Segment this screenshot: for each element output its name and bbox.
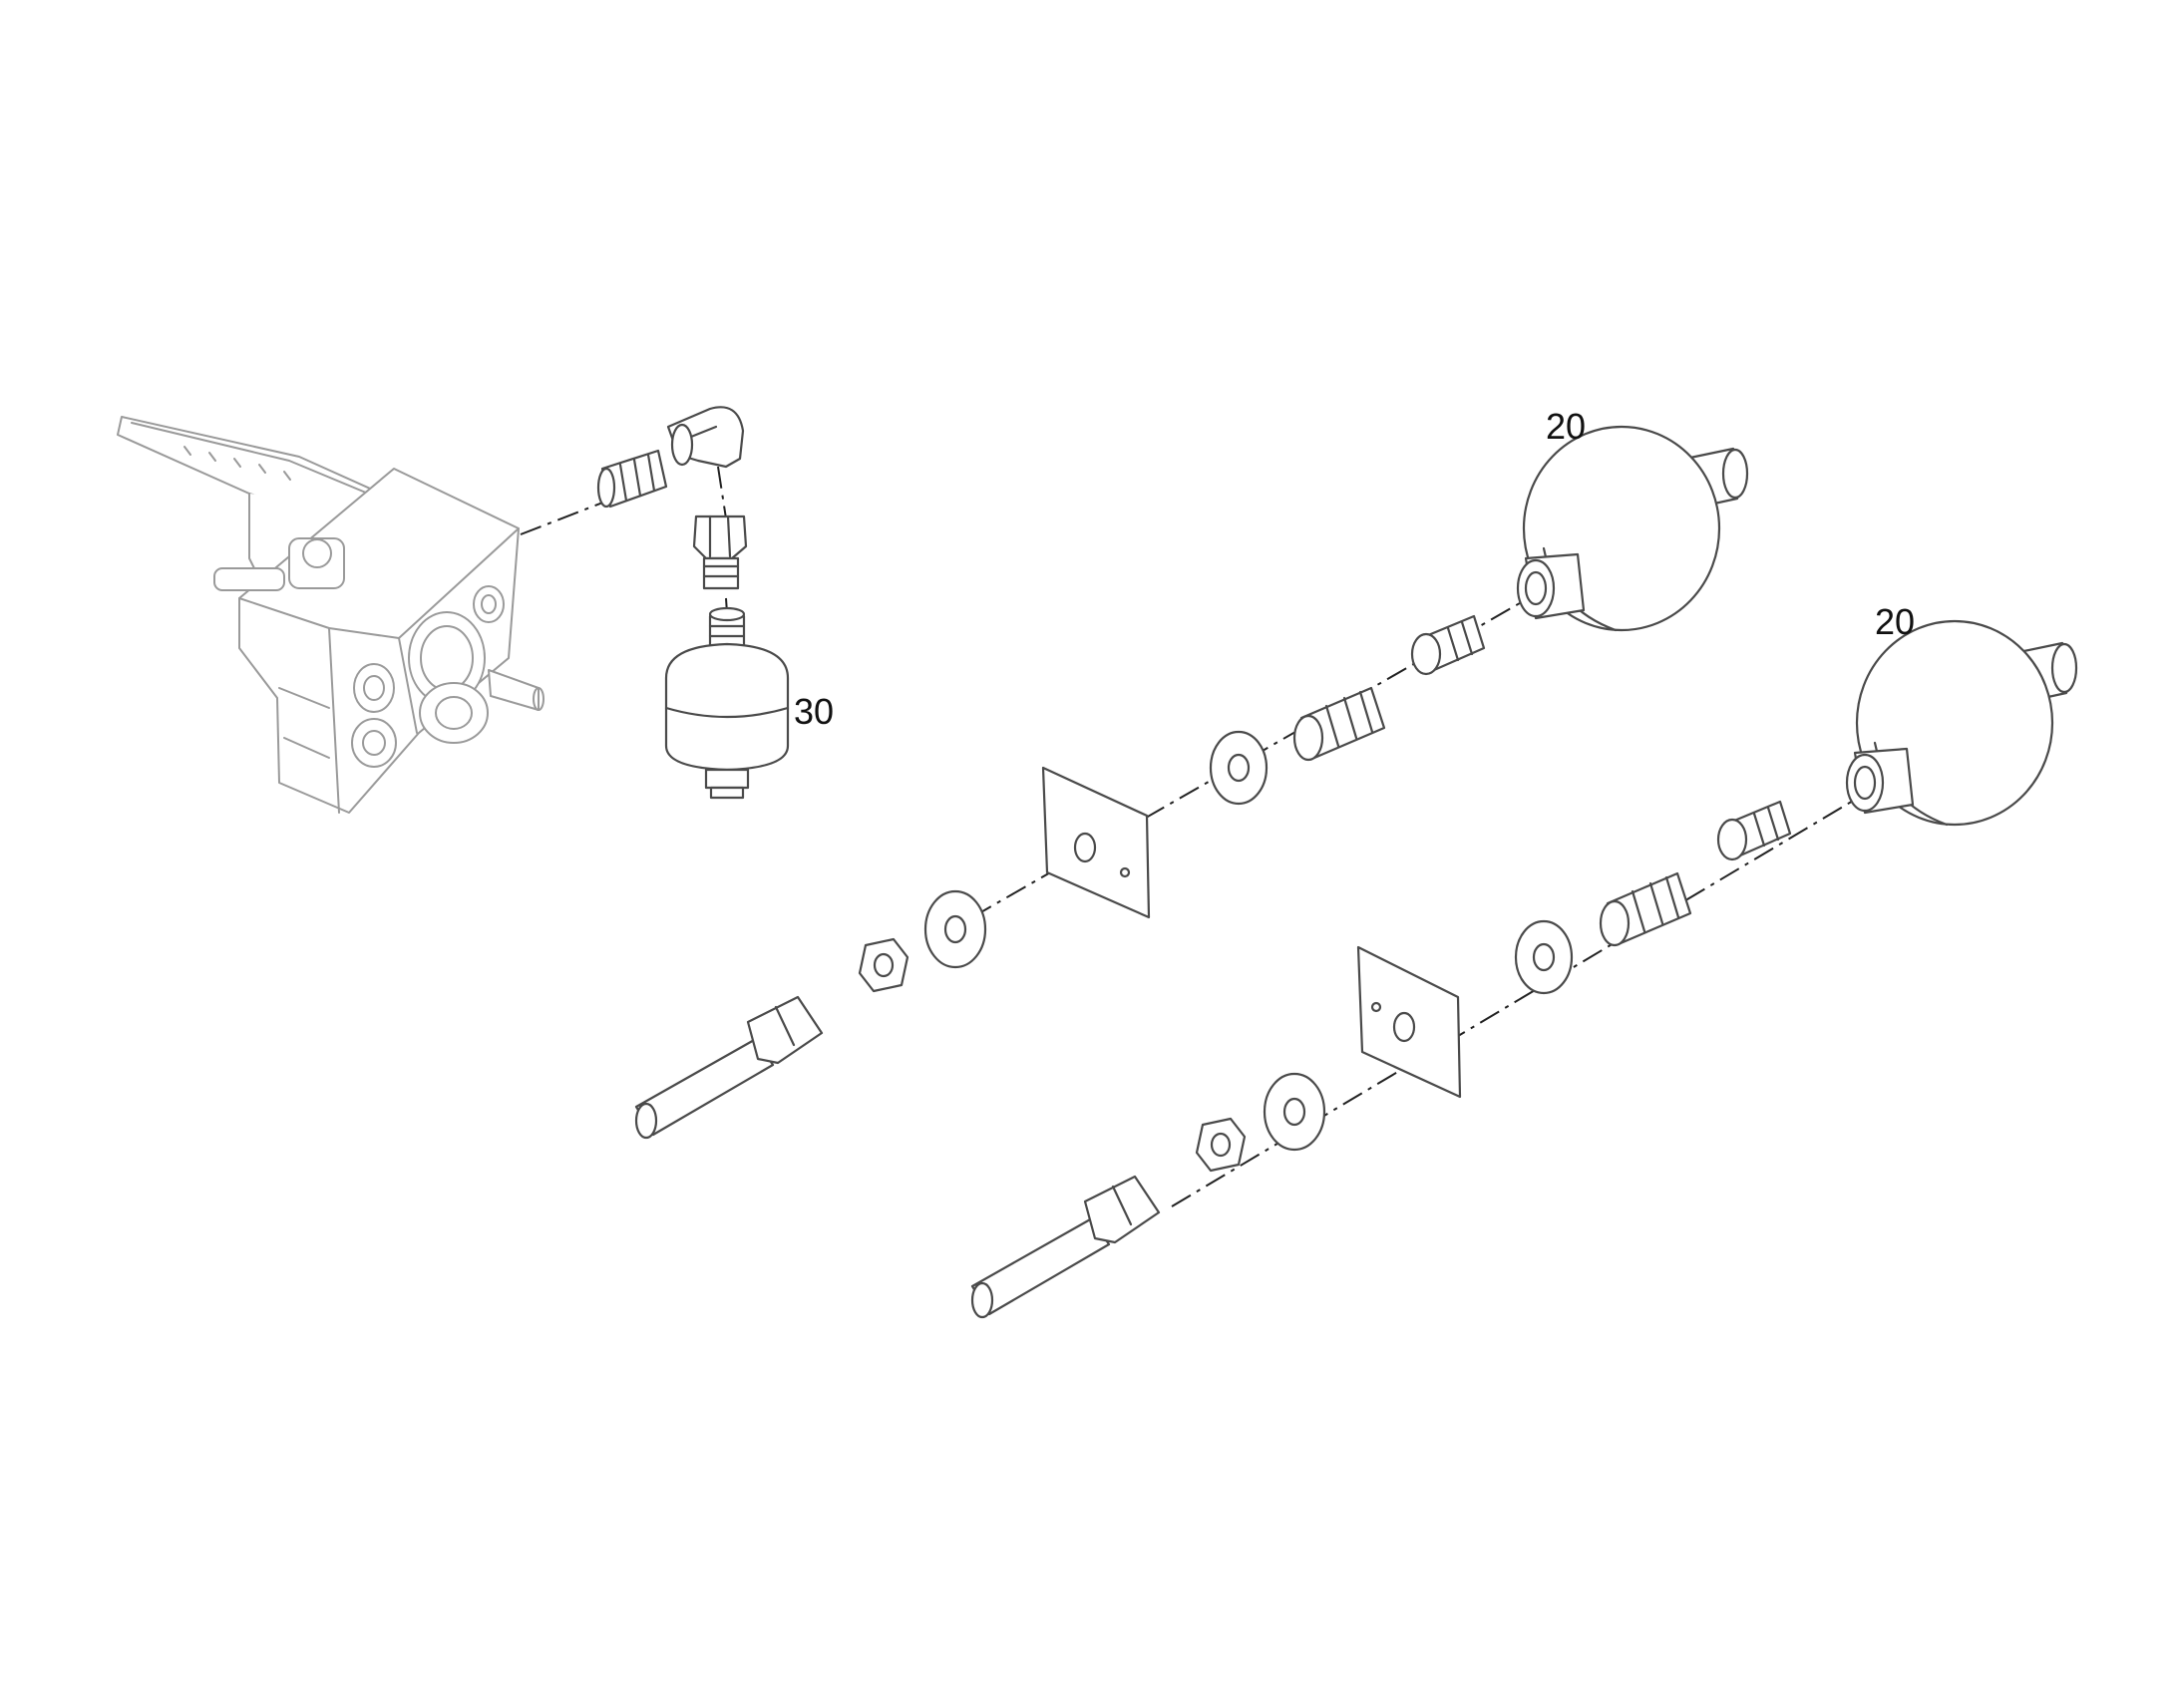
accumulator-lower: 20: [1845, 601, 2078, 827]
pedal-valve-assembly: [117, 416, 545, 814]
callout-30-label: 30: [794, 691, 834, 732]
accumulator-small: 30: [664, 606, 834, 800]
upper-line-fittings: [634, 614, 1486, 1140]
callout-20-lower-label: 20: [1875, 601, 1915, 642]
callout-20-upper-label: 20: [1546, 406, 1586, 447]
lower-line-fittings: [970, 800, 1792, 1319]
elbow-fitting-group: [596, 406, 748, 590]
accumulator-upper: 20: [1516, 406, 1749, 632]
